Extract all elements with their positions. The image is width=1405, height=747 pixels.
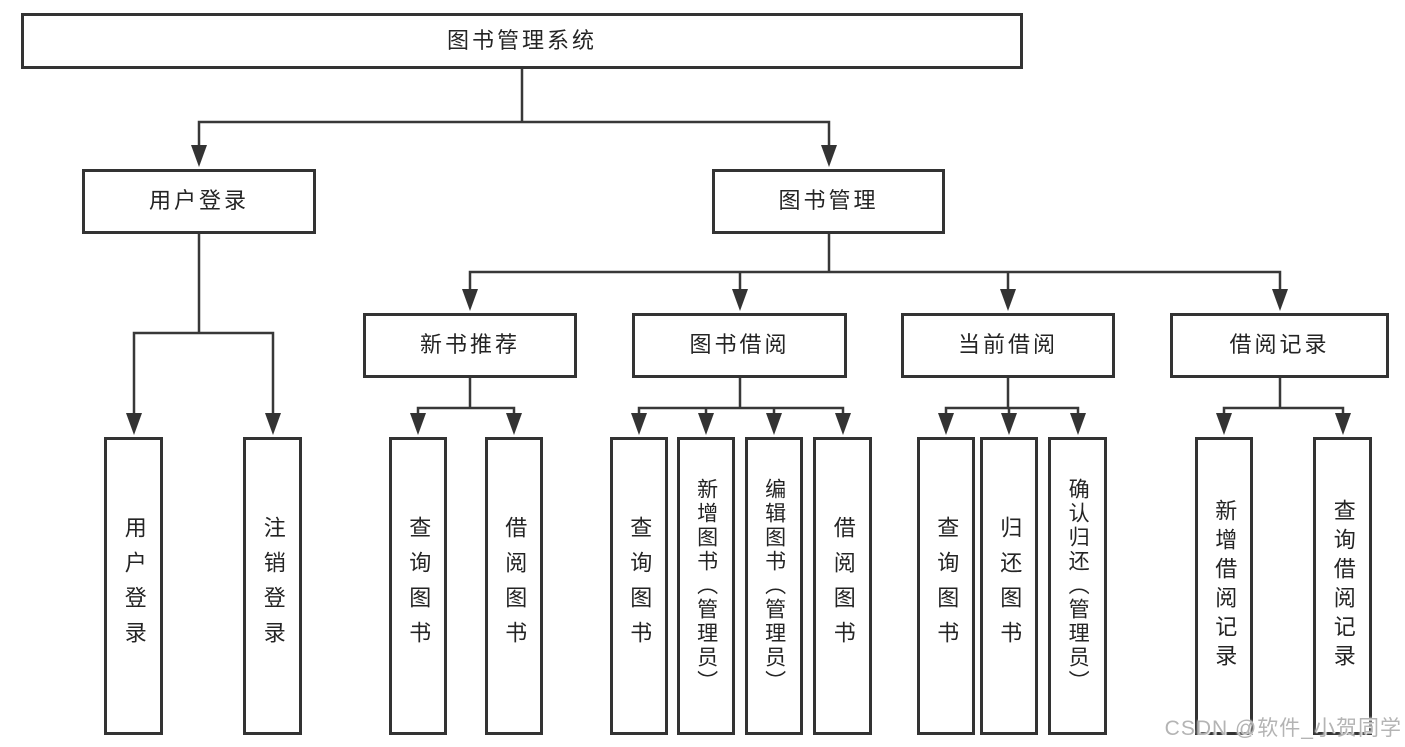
connector-line — [637, 376, 845, 418]
node-new-book-recommend: 新书推荐 — [363, 313, 577, 378]
arrowhead — [191, 145, 207, 167]
node-confirm-return-admin: 确认归还（管理员） — [1048, 437, 1107, 735]
connector-line — [416, 376, 516, 418]
node-return-books: 归还图书 — [980, 437, 1038, 735]
node-search-borrow-record: 查询借阅记录 — [1313, 437, 1372, 735]
arrowhead — [1000, 289, 1016, 311]
connector-line — [197, 67, 831, 152]
arrowhead — [1335, 413, 1351, 435]
connector-new-book-recommend-to-leaves — [410, 376, 522, 435]
connector-book-borrow-to-leaves — [631, 376, 851, 435]
arrowhead — [265, 413, 281, 435]
node-borrow-records: 借阅记录 — [1170, 313, 1389, 378]
connector-line — [944, 376, 1080, 418]
connector-line — [468, 232, 1282, 295]
connector-root-to-level2 — [191, 67, 837, 167]
arrowhead — [506, 413, 522, 435]
arrowhead — [938, 413, 954, 435]
node-search-books-recommend: 查询图书 — [389, 437, 447, 735]
arrowhead — [631, 413, 647, 435]
connector-book-management-to-level3 — [462, 232, 1288, 311]
connector-borrow-records-to-leaves — [1216, 376, 1351, 435]
connector-user-login-to-leaves — [126, 232, 281, 435]
node-search-books-current: 查询图书 — [917, 437, 975, 735]
node-root: 图书管理系统 — [21, 13, 1023, 69]
csdn-watermark: CSDN @软件_小贺同学 — [1164, 717, 1402, 740]
connector-current-borrow-to-leaves — [938, 376, 1086, 435]
node-search-books-borrow: 查询图书 — [610, 437, 668, 735]
node-logout-leaf: 注销登录 — [243, 437, 302, 735]
node-borrow-books-recommend: 借阅图书 — [485, 437, 543, 735]
node-user-login-leaf: 用户登录 — [104, 437, 163, 735]
node-add-books-admin: 新增图书（管理员） — [677, 437, 735, 735]
connector-line — [1222, 376, 1345, 418]
arrowhead — [1216, 413, 1232, 435]
node-user-login: 用户登录 — [82, 169, 316, 234]
arrowhead — [835, 413, 851, 435]
node-book-borrow: 图书借阅 — [632, 313, 847, 378]
arrowhead — [766, 413, 782, 435]
arrowhead — [821, 145, 837, 167]
arrowhead — [1070, 413, 1086, 435]
node-current-borrow: 当前借阅 — [901, 313, 1115, 378]
arrowhead — [410, 413, 426, 435]
node-edit-books-admin: 编辑图书（管理员） — [745, 437, 803, 735]
node-book-management: 图书管理 — [712, 169, 945, 234]
arrowhead — [462, 289, 478, 311]
connector-line — [132, 232, 275, 418]
arrowhead — [1001, 413, 1017, 435]
node-borrow-books-leaf: 借阅图书 — [813, 437, 872, 735]
node-add-borrow-record: 新增借阅记录 — [1195, 437, 1253, 735]
arrowhead — [1272, 289, 1288, 311]
arrowhead — [126, 413, 142, 435]
arrowhead — [698, 413, 714, 435]
arrowhead — [732, 289, 748, 311]
